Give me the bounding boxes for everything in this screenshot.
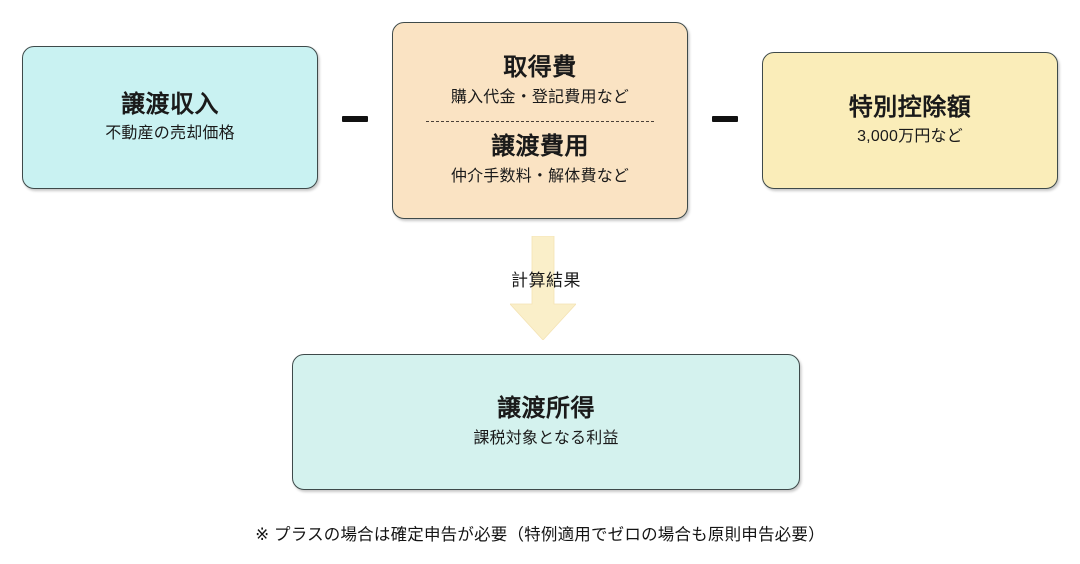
arrow-down-icon [510,236,576,340]
box-capital-gains-income-title: 譲渡所得 [497,394,595,422]
minus-operator-icon-2 [712,116,738,122]
box-costs-acquisition-subtitle: 購入代金・登記費用など [450,89,630,106]
box-special-deduction: 特別控除額 3,000万円など [762,52,1058,189]
box-costs-transfer-group: 譲渡費用 仲介手数料・解体費など [401,133,679,187]
box-transfer-revenue-subtitle: 不動産の売却価格 [105,125,235,143]
box-transfer-revenue-title: 譲渡収入 [121,90,219,118]
calculation-result-label: 計算結果 [511,271,581,290]
box-costs-acquisition-group: 取得費 購入代金・登記費用など [401,54,679,108]
box-costs-acquisition-title: 取得費 [503,54,577,82]
dashed-divider [426,121,654,122]
box-special-deduction-title: 特別控除額 [848,93,972,121]
box-costs-transfer-subtitle: 仲介手数料・解体費など [450,167,630,185]
footnote-note: ※ プラスの場合は確定申告が必要（特例適用でゼロの場合も原則申告必要） [255,526,825,544]
box-costs: 取得費 購入代金・登記費用など 譲渡費用 仲介手数料・解体費など [392,22,688,219]
minus-operator-icon-1 [342,116,368,122]
box-capital-gains-income: 譲渡所得 課税対象となる利益 [292,354,800,490]
box-costs-transfer-title: 譲渡費用 [491,133,589,160]
box-capital-gains-income-subtitle: 課税対象となる利益 [473,430,619,448]
box-transfer-revenue: 譲渡収入 不動産の売却価格 [22,46,318,189]
box-special-deduction-subtitle: 3,000万円など [857,128,963,146]
